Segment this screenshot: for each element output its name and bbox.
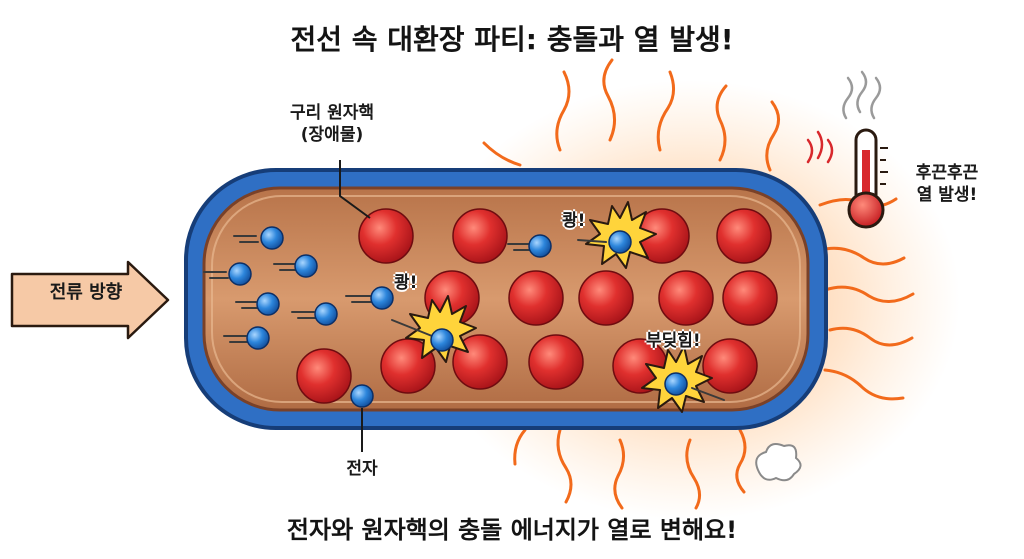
nucleus <box>508 270 564 326</box>
electron <box>314 302 338 326</box>
thermometer-icon <box>847 128 888 229</box>
diagram-title: 전선 속 대환장 파티: 충돌과 열 발생! <box>290 23 734 56</box>
nucleus <box>452 208 508 264</box>
electron <box>294 254 318 278</box>
nucleus <box>296 348 352 404</box>
electron <box>664 372 688 396</box>
heat-label: 후끈후끈 열 발생! <box>915 163 979 206</box>
nucleus <box>658 270 714 326</box>
heat-waves <box>482 58 915 510</box>
nucleus <box>722 270 778 326</box>
steam-lines <box>842 70 882 120</box>
nucleus <box>702 338 758 394</box>
electron <box>228 262 252 286</box>
nucleus <box>528 334 584 390</box>
nucleus-label: 구리 원자핵 (장애물) <box>289 103 375 146</box>
nucleus <box>716 208 772 264</box>
electron <box>256 292 280 316</box>
electron <box>528 234 552 258</box>
electron <box>370 286 394 310</box>
electron <box>350 384 374 408</box>
electrons <box>228 226 688 408</box>
impact-label-3: 부딪힘! <box>646 331 701 351</box>
nucleus <box>358 208 414 264</box>
current-direction-label: 전류 방향 <box>49 282 123 303</box>
thermometer-heat-lines <box>806 130 834 164</box>
electron <box>608 230 632 254</box>
current-direction-arrow <box>10 260 170 340</box>
nucleus <box>578 270 634 326</box>
electron <box>430 328 454 352</box>
smoke-puff-icon <box>755 443 802 482</box>
diagram-caption: 전자와 원자핵의 충돌 에너지가 열로 변해요! <box>286 516 738 544</box>
electron-label: 전자 <box>346 459 378 479</box>
impact-label-1: 쾅! <box>394 273 418 293</box>
impact-label-2: 쾅! <box>562 211 586 231</box>
electron-motion-lines <box>203 235 725 401</box>
leader-lines <box>339 160 371 452</box>
electron <box>246 326 270 350</box>
electron <box>260 226 284 250</box>
